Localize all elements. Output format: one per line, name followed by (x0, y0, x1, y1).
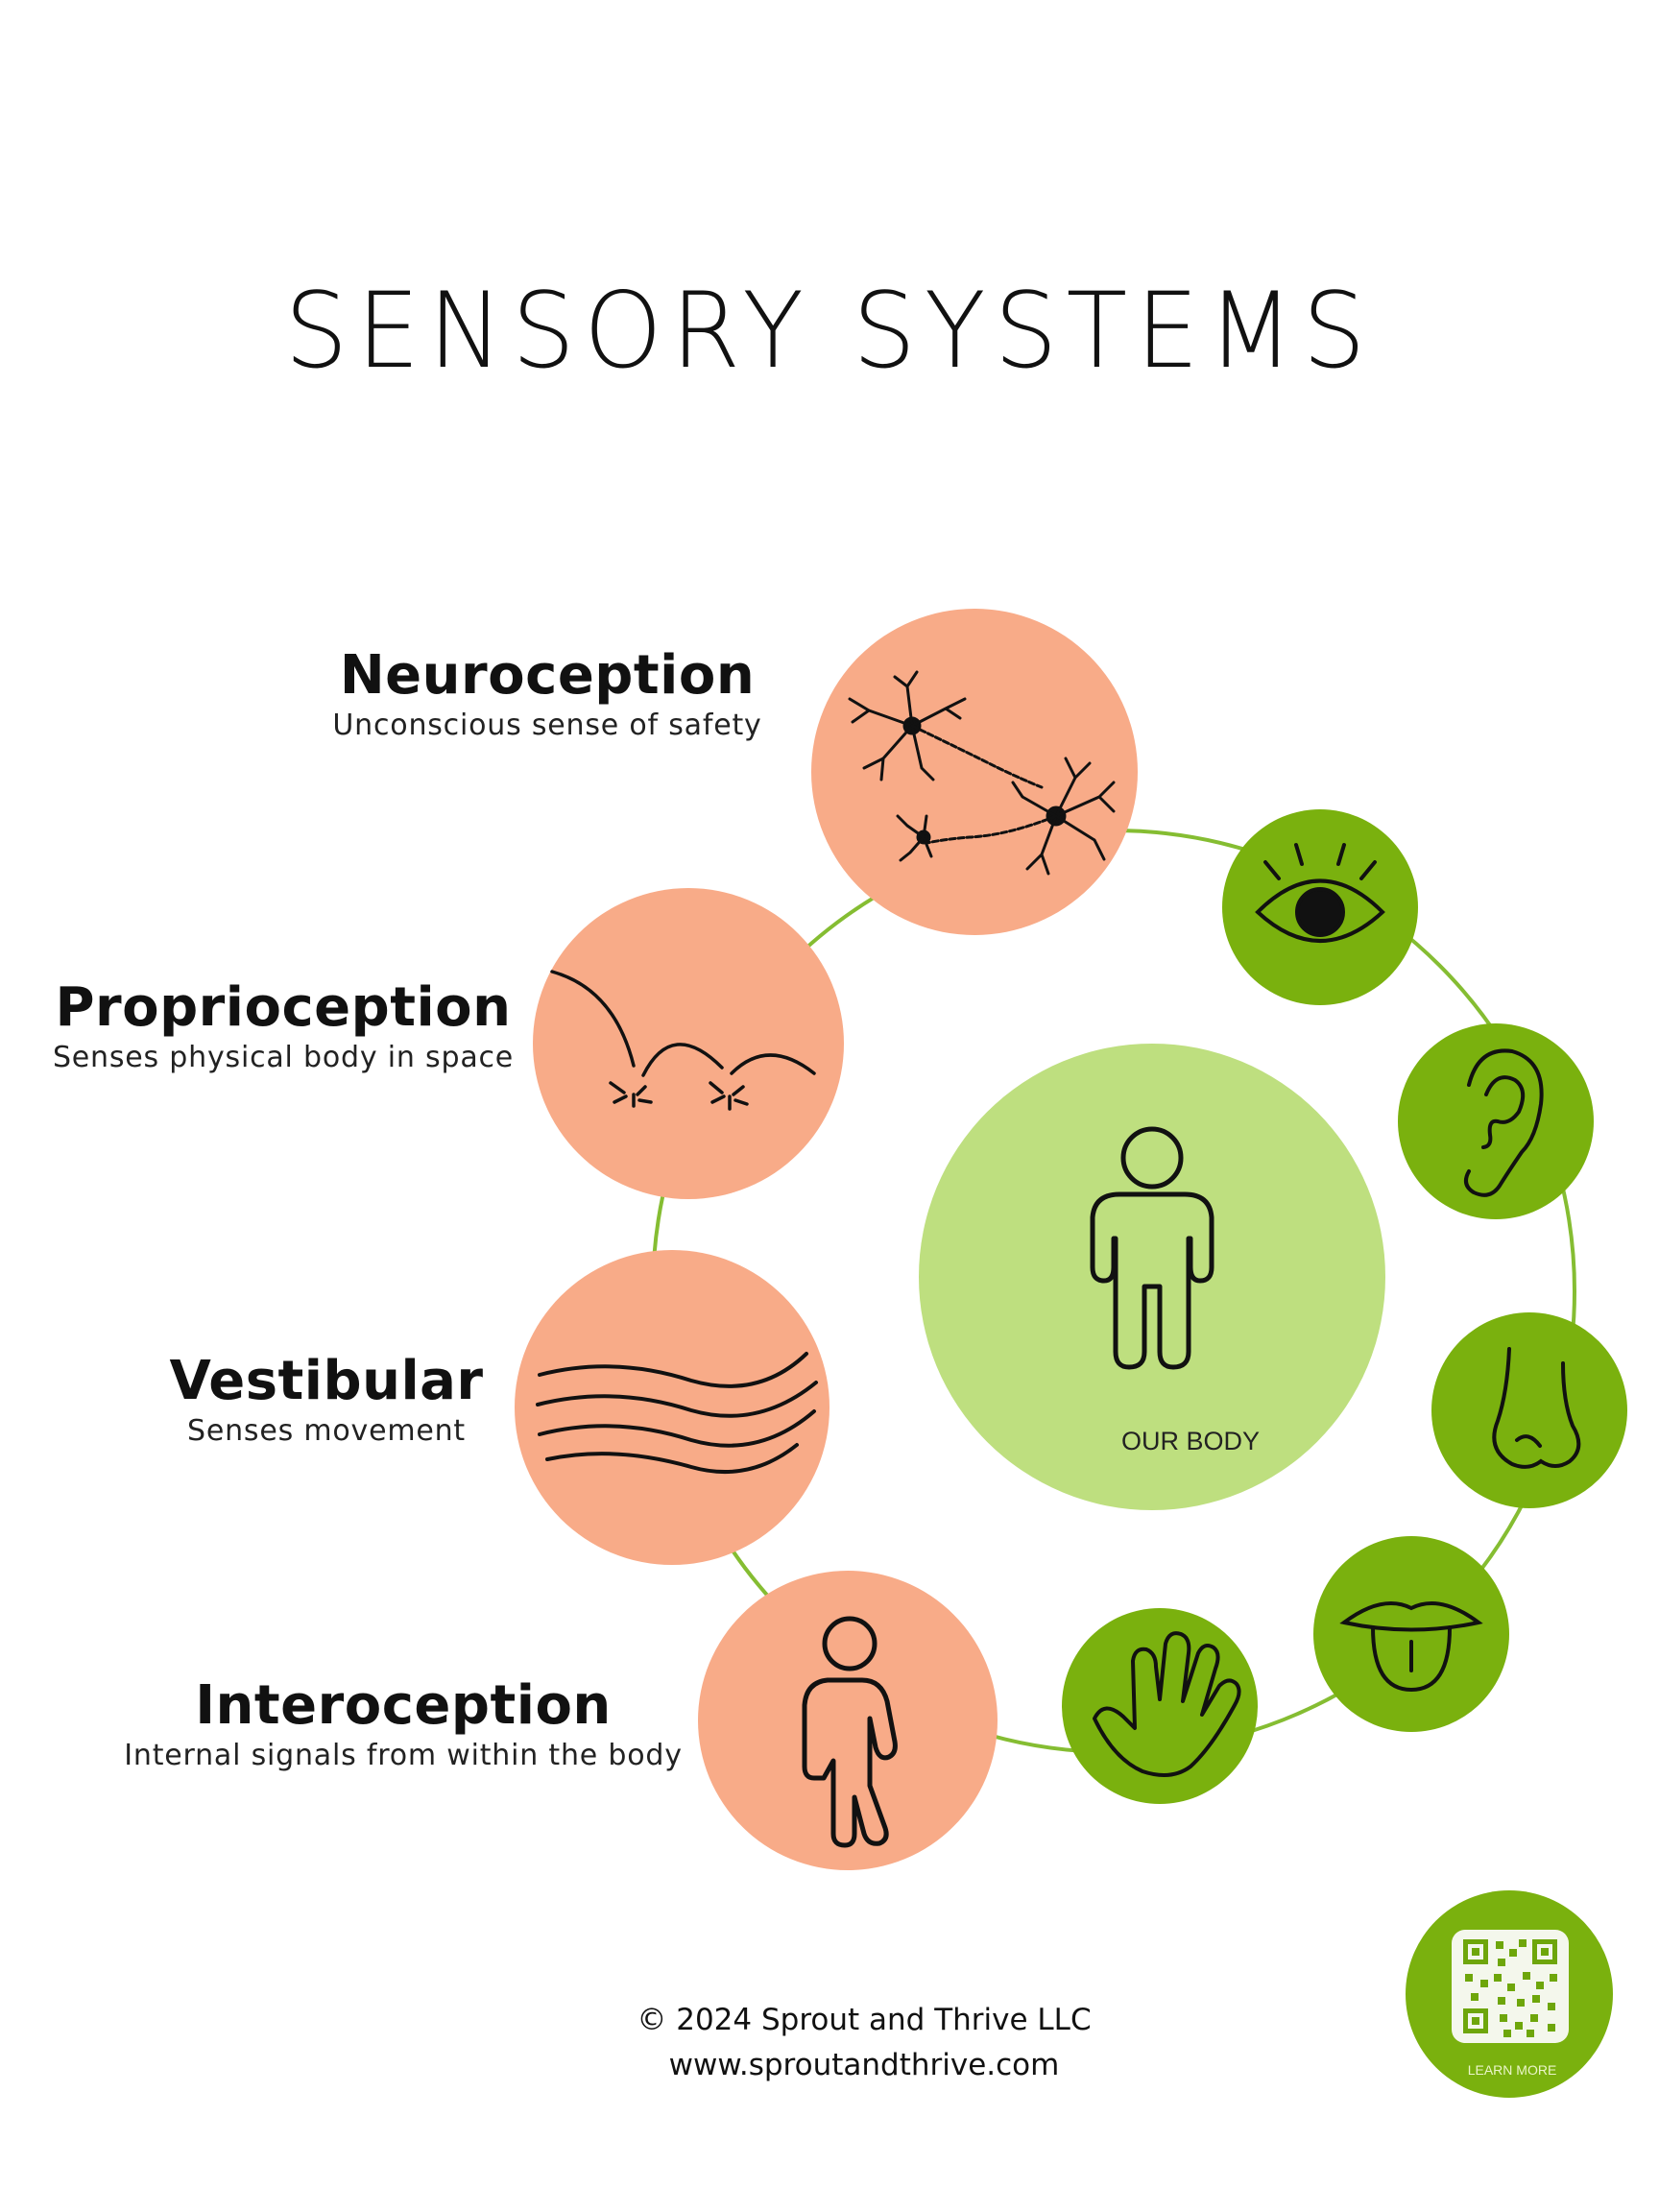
mouth-tongue-icon (1339, 1601, 1483, 1693)
interoception-circle (698, 1571, 998, 1870)
label-interoception: Interoception Internal signals from with… (115, 1674, 691, 1773)
touch-circle (1062, 1608, 1258, 1804)
neurons-icon (848, 670, 1116, 876)
proprioception-description: Senses physical body in space (52, 1041, 515, 1075)
copyright-text: 2024 Sprout and Thrive LLC (676, 2003, 1092, 2037)
label-vestibular: Vestibular Senses movement (134, 1350, 518, 1449)
neuroception-title: Neuroception (339, 644, 756, 707)
website-link[interactable]: www.sproutandthrive.com (668, 2048, 1060, 2082)
person-needing-bathroom-icon (802, 1616, 898, 1848)
center-body-circle (919, 1044, 1385, 1510)
waves-icon (536, 1352, 818, 1474)
our-body-label: OUR BODY (1120, 1427, 1261, 1455)
proprioception-title: Proprioception (55, 976, 512, 1039)
vestibular-title: Vestibular (169, 1350, 484, 1412)
eye-icon (1255, 843, 1385, 943)
interoception-description: Internal signals from within the body (124, 1739, 683, 1773)
learn-more-caption[interactable]: LEARN MORE (1467, 2062, 1557, 2078)
nose-icon (1492, 1347, 1581, 1469)
person-outline-icon (1090, 1126, 1214, 1370)
qr-code-icon[interactable] (1452, 1930, 1569, 2043)
copyright-symbol: © (637, 2003, 667, 2037)
vestibular-description: Senses movement (186, 1414, 466, 1449)
smell-circle (1431, 1312, 1627, 1508)
copyright-line: © 2024 Sprout and Thrive LLC (576, 2003, 1152, 2037)
ear-icon (1463, 1048, 1544, 1197)
bouncing-arc-icon (550, 970, 816, 1111)
label-proprioception: Proprioception Senses physical body in s… (38, 976, 528, 1075)
page-title: SENSORY SYSTEMS (284, 268, 1375, 393)
hand-icon (1093, 1631, 1241, 1777)
vestibular-circle (515, 1250, 830, 1565)
taste-circle (1313, 1536, 1509, 1732)
label-neuroception: Neuroception Unconscious sense of safety (288, 644, 806, 743)
neuroception-circle (811, 609, 1138, 935)
interoception-title: Interoception (195, 1674, 612, 1737)
neuroception-description: Unconscious sense of safety (332, 709, 762, 743)
proprioception-circle (533, 888, 844, 1199)
